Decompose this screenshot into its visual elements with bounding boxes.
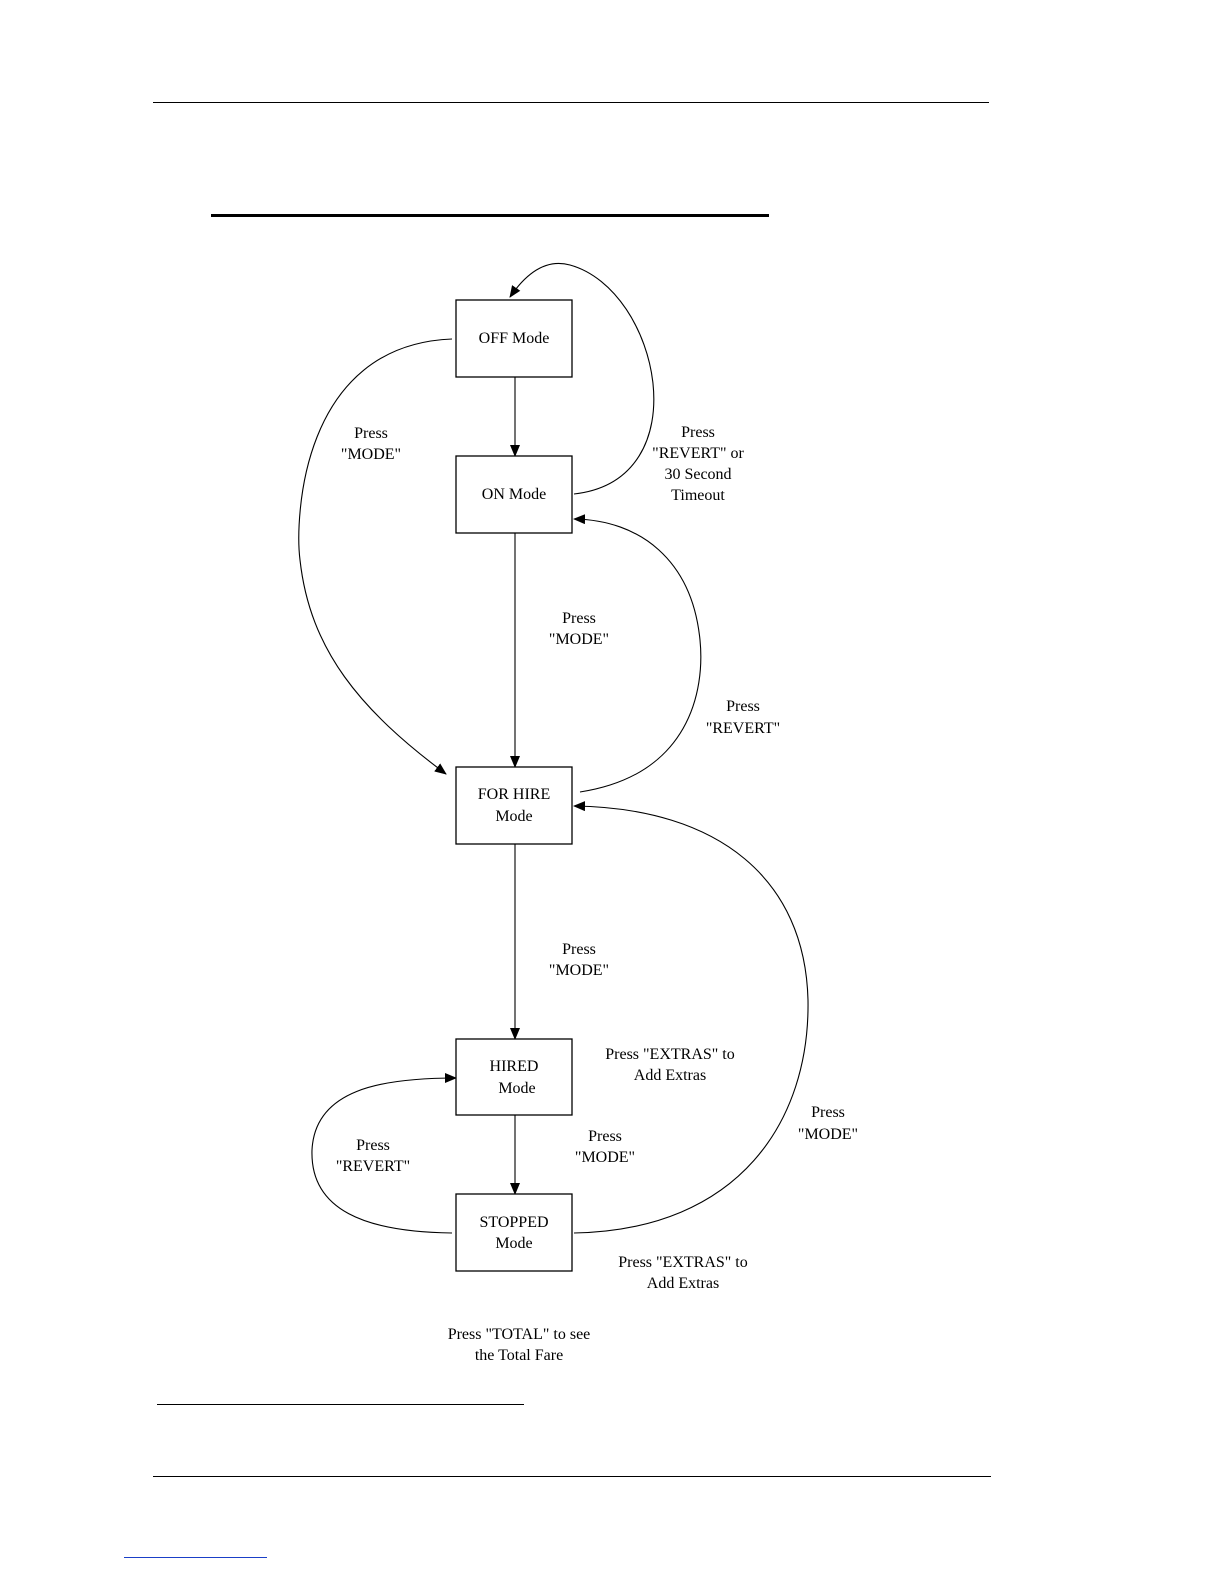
svg-text:Press: Press <box>811 1104 845 1121</box>
node-label: Mode <box>495 1235 532 1252</box>
svg-text:Press "EXTRAS" to: Press "EXTRAS" to <box>605 1046 735 1063</box>
svg-text:Add Extras: Add Extras <box>647 1275 719 1292</box>
label-forhire-to-hired: Press "MODE" <box>549 941 609 979</box>
svg-text:the Total Fare: the Total Fare <box>475 1347 563 1364</box>
svg-text:"MODE": "MODE" <box>575 1149 635 1166</box>
node-label: Mode <box>495 808 532 825</box>
label-hired-extras: Press "EXTRAS" to Add Extras <box>605 1046 735 1084</box>
label-on-to-off: Press "REVERT" or 30 Second Timeout <box>652 424 744 504</box>
edge-stopped-to-hired <box>312 1078 456 1233</box>
svg-text:Press: Press <box>681 424 715 441</box>
node-label: Mode <box>498 1080 535 1097</box>
svg-text:"MODE": "MODE" <box>549 962 609 979</box>
node-label: FOR HIRE <box>478 786 550 803</box>
node-label: ON Mode <box>482 486 546 503</box>
svg-text:Press "EXTRAS" to: Press "EXTRAS" to <box>618 1254 748 1271</box>
node-for-hire-mode: FOR HIRE Mode <box>456 767 572 844</box>
edge-stopped-to-forhire <box>574 806 808 1233</box>
node-label: STOPPED <box>479 1214 548 1231</box>
svg-text:Press "TOTAL" to see: Press "TOTAL" to see <box>448 1326 591 1343</box>
svg-text:Press: Press <box>588 1128 622 1145</box>
svg-text:"MODE": "MODE" <box>549 631 609 648</box>
svg-text:"REVERT" or: "REVERT" or <box>652 445 744 462</box>
svg-text:Press: Press <box>354 425 388 442</box>
node-label: HIRED <box>490 1058 539 1075</box>
label-hired-to-stopped: Press "MODE" <box>575 1128 635 1166</box>
svg-text:"MODE": "MODE" <box>341 446 401 463</box>
label-stopped-extras: Press "EXTRAS" to Add Extras <box>618 1254 748 1292</box>
node-label: OFF Mode <box>479 330 550 347</box>
node-off-mode: OFF Mode <box>456 300 572 377</box>
svg-text:Timeout: Timeout <box>671 487 725 504</box>
svg-text:"MODE": "MODE" <box>798 1126 858 1143</box>
node-on-mode: ON Mode <box>456 456 572 533</box>
svg-text:Press: Press <box>726 698 760 715</box>
svg-text:30 Second: 30 Second <box>664 466 731 483</box>
node-hired-mode: HIRED Mode <box>456 1039 572 1115</box>
label-forhire-to-on: Press "REVERT" <box>706 698 780 737</box>
label-on-to-forhire: Press "MODE" <box>549 610 609 648</box>
label-off-to-forhire: Press "MODE" <box>341 425 401 463</box>
svg-text:Press: Press <box>562 610 596 627</box>
label-stopped-to-forhire: Press "MODE" <box>798 1104 858 1143</box>
edge-forhire-to-on <box>574 519 701 792</box>
svg-text:"REVERT": "REVERT" <box>336 1158 410 1175</box>
label-stopped-to-hired: Press "REVERT" <box>336 1137 410 1175</box>
svg-text:Add Extras: Add Extras <box>634 1067 706 1084</box>
svg-text:Press: Press <box>356 1137 390 1154</box>
edge-off-to-forhire <box>299 339 452 774</box>
node-stopped-mode: STOPPED Mode <box>456 1194 572 1271</box>
svg-text:"REVERT": "REVERT" <box>706 720 780 737</box>
label-total-fare: Press "TOTAL" to see the Total Fare <box>448 1326 591 1364</box>
svg-text:Press: Press <box>562 941 596 958</box>
